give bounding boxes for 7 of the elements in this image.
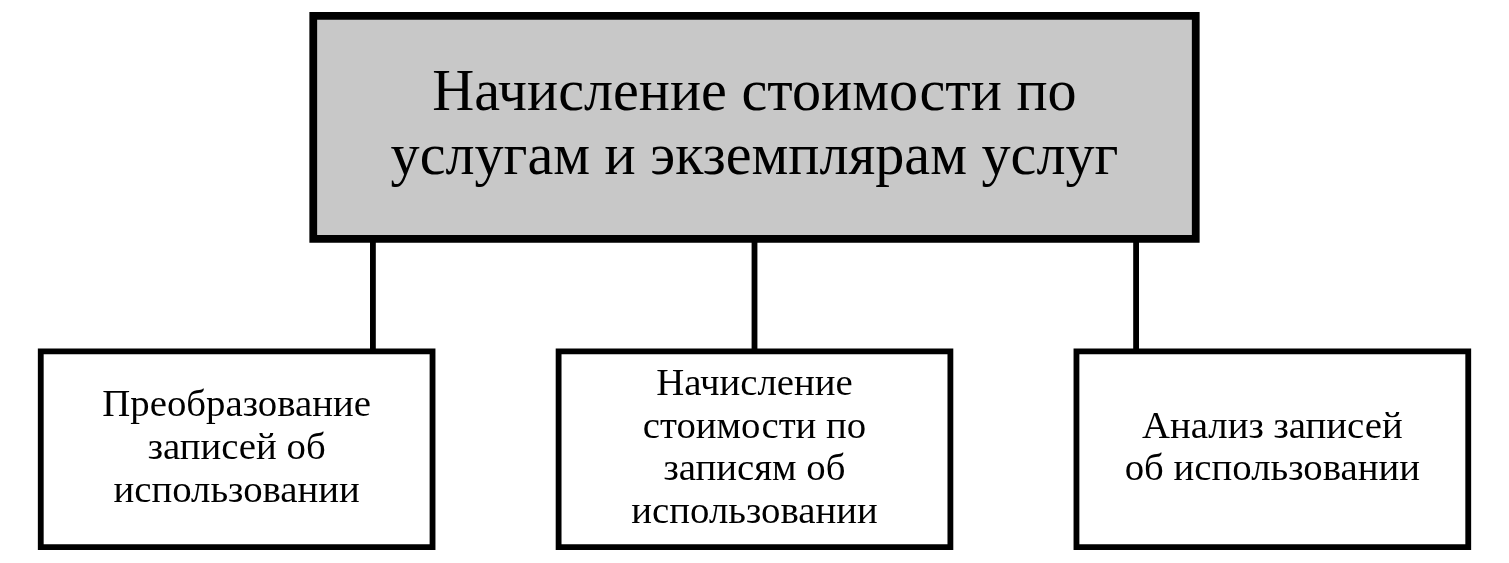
connector [751, 239, 758, 352]
connector [1133, 239, 1139, 352]
node-box: Начисление стоимости по записям об использовании [555, 348, 954, 551]
node-box: Преобразование записей об использовании [37, 348, 436, 551]
connector [370, 239, 376, 352]
node-box: Начисление стоимости по услугам и экземплярам услуг [309, 11, 1200, 243]
node-box: Анализ записей об использовании [1073, 348, 1472, 551]
